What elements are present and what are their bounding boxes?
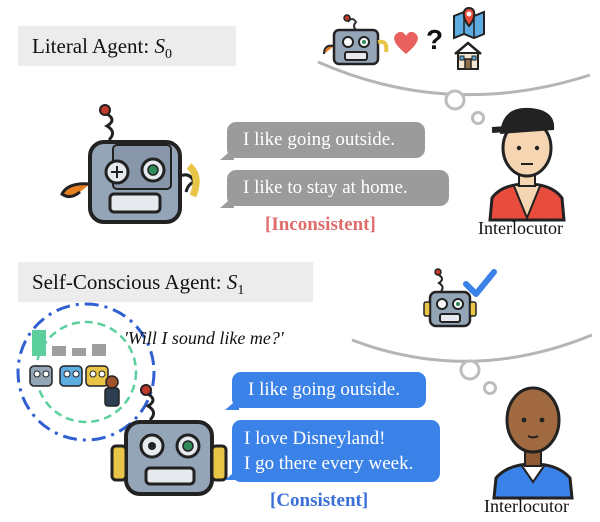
thought-arc-top (317, 60, 591, 125)
house-icon (454, 41, 482, 70)
consistent-bubble-2: I love Disneyland! I go there every week… (232, 420, 440, 482)
bar-chart-icon (32, 330, 106, 356)
self-conscious-agent-title: Self-Conscious Agent: S1 (18, 262, 313, 302)
bubble-tail (220, 148, 234, 160)
question-mark: ? (426, 24, 444, 55)
map-pin-icon (453, 6, 485, 40)
mini-robots-icon (29, 365, 120, 407)
self-reflection-quote: 'Will I sound like me?' (124, 328, 284, 348)
small-robot-icon-bottom (423, 268, 477, 328)
person-icon (488, 107, 566, 222)
interlocutor-label-top: Interlocutor (478, 218, 563, 238)
check-icon (463, 269, 497, 297)
bubble-tail (225, 468, 239, 480)
consistent-bubble-1: I like going outside. (232, 372, 426, 408)
person-icon-bottom (492, 386, 574, 500)
bubble-tail (225, 398, 239, 410)
inconsistent-label: [Inconsistent] (265, 214, 376, 235)
heart-icon (394, 31, 418, 54)
self-conscious-robot-icon (110, 384, 228, 496)
bubble-line-1: I love Disneyland! (244, 428, 386, 449)
consistent-label: [Consistent] (270, 490, 369, 511)
bubble-line-2: I go there every week. (244, 453, 414, 474)
literal-agent-title: Literal Agent: S0 (18, 26, 236, 66)
bubble-tail (220, 196, 234, 208)
literal-bubble-1: I like going outside. (227, 122, 425, 158)
literal-robot-icon (60, 104, 200, 224)
small-robot-icon (323, 14, 389, 66)
interlocutor-label-bottom: Interlocutor (484, 496, 569, 516)
literal-bubble-2: I like to stay at home. (227, 170, 449, 206)
